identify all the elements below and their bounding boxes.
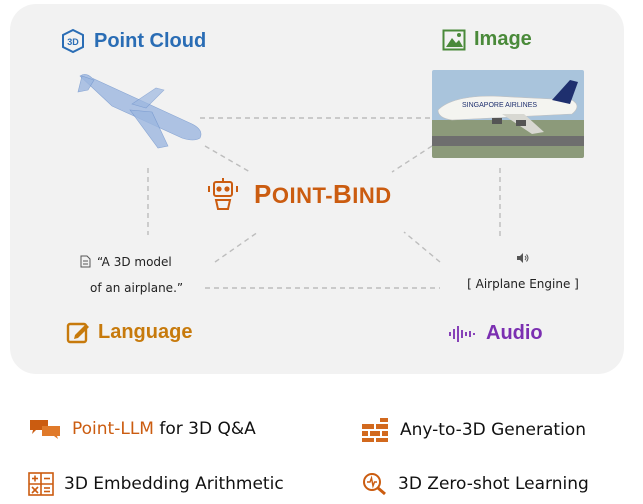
feature-point-llm-text: for 3D Q&A: [153, 419, 256, 439]
feature-embedding-arithmetic: 3D Embedding Arithmetic: [28, 472, 284, 496]
link-audio-center: [403, 231, 441, 263]
feature-any-to-3d: Any-to-3D Generation: [360, 418, 586, 442]
feature-zero-shot-text: 3D Zero-shot Learning: [398, 474, 589, 494]
link-image-center: [391, 145, 433, 173]
3d-cube-icon: 3D: [62, 28, 84, 54]
document-icon: [80, 252, 91, 276]
language-title: Language: [98, 320, 193, 343]
image-title: Image: [474, 28, 532, 50]
calculator-icon: [28, 472, 54, 496]
feature-point-llm-highlight: Point-LLM: [72, 419, 154, 439]
language-line-2: of an airplane.”: [90, 281, 184, 295]
feature-embedding-arithmetic-text: 3D Embedding Arithmetic: [64, 474, 284, 494]
audio-caption-text: [ Airplane Engine ]: [467, 277, 579, 291]
language-sample-text: “A 3D model of an airplane.”: [80, 250, 230, 300]
point-bind-center: POINT-BIND: [206, 176, 392, 212]
language-line-1: “A 3D model: [97, 255, 172, 269]
audio-sample: [ Airplane Engine ]: [448, 248, 598, 296]
bricks-icon: [362, 418, 388, 442]
chat-bubbles-icon: [30, 420, 60, 439]
image-label: Image: [442, 28, 532, 51]
language-label: Language: [66, 320, 192, 344]
airplane-photo: SINGAPORE AIRLINES: [432, 70, 584, 158]
speaker-icon: [517, 253, 529, 263]
magnifier-icon: [363, 473, 386, 496]
photo-livery-text: SINGAPORE AIRLINES: [462, 102, 537, 109]
picture-icon: [442, 29, 466, 50]
feature-zero-shot: 3D Zero-shot Learning: [362, 472, 589, 496]
point-cloud-title: Point Cloud: [94, 29, 207, 52]
waveform-icon: [449, 325, 475, 342]
point-cloud-label: 3D Point Cloud: [60, 28, 206, 54]
feature-any-to-3d-text: Any-to-3D Generation: [400, 420, 586, 440]
feature-point-llm: Point-LLM for 3D Q&A: [28, 418, 256, 440]
point-bind-title: POINT-BIND: [254, 178, 392, 209]
diagram-panel: [10, 4, 624, 374]
svg-text:3D: 3D: [67, 37, 79, 47]
audio-label: Audio: [448, 322, 543, 345]
audio-title: Audio: [486, 322, 543, 344]
robot-icon: [208, 178, 238, 210]
edit-icon: [66, 322, 89, 344]
airplane-point-cloud: [77, 74, 202, 149]
